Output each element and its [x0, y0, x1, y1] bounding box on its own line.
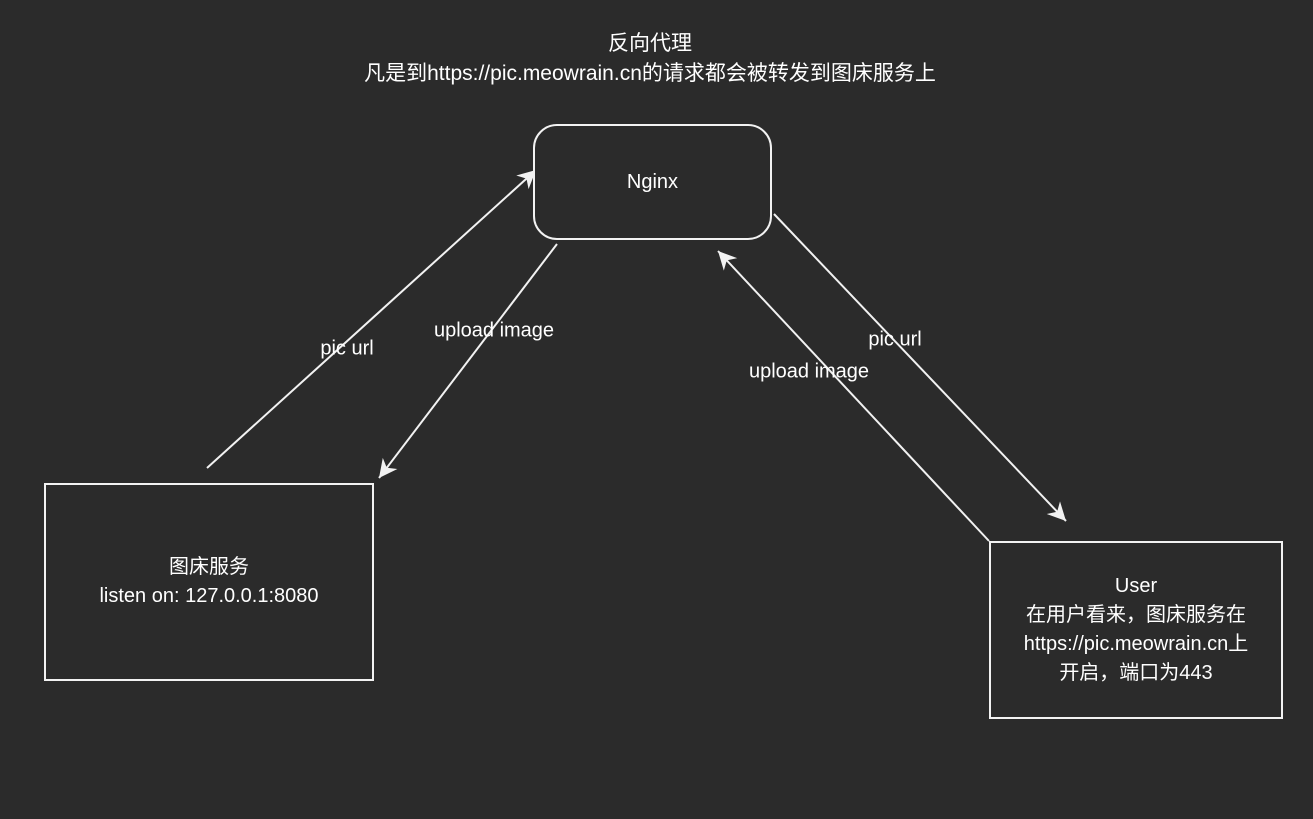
node-image-host-title: 图床服务 — [169, 556, 249, 578]
upload-image-right-arrow — [717, 250, 990, 542]
diagram-title: 反向代理 凡是到https://pic.meowrain.cn的请求都会被转发到… — [0, 29, 1300, 89]
node-user: User 在用户看来，图床服务在 https://pic.meowrain.cn… — [989, 541, 1283, 719]
node-nginx-label: Nginx — [626, 170, 679, 193]
edge-label-upload-image-right: upload image — [748, 360, 870, 383]
edge-label-upload-image-left: upload image — [433, 319, 555, 342]
node-nginx: Nginx — [533, 124, 772, 240]
edge-label-pic-url-right: pic url — [868, 328, 922, 351]
diagram-title-line2: 凡是到https://pic.meowrain.cn的请求都会被转发到图床服务上 — [364, 62, 936, 85]
diagram-title-line1: 反向代理 — [608, 32, 692, 55]
upload-image-left-arrow — [378, 243, 558, 479]
edge-label-pic-url-left: pic url — [320, 337, 374, 360]
pic-url-left-arrow — [206, 169, 537, 469]
pic-url-right-arrow — [773, 213, 1067, 522]
node-user-title: User — [1114, 575, 1158, 597]
node-user-line4: 开启，端口为443 — [1059, 662, 1213, 684]
node-user-line2: 在用户看来，图床服务在 — [1026, 604, 1246, 626]
node-image-host: 图床服务 listen on: 127.0.0.1:8080 — [44, 483, 374, 681]
node-image-host-subtitle: listen on: 127.0.0.1:8080 — [99, 585, 319, 607]
node-user-line3: https://pic.meowrain.cn上 — [1023, 633, 1249, 655]
